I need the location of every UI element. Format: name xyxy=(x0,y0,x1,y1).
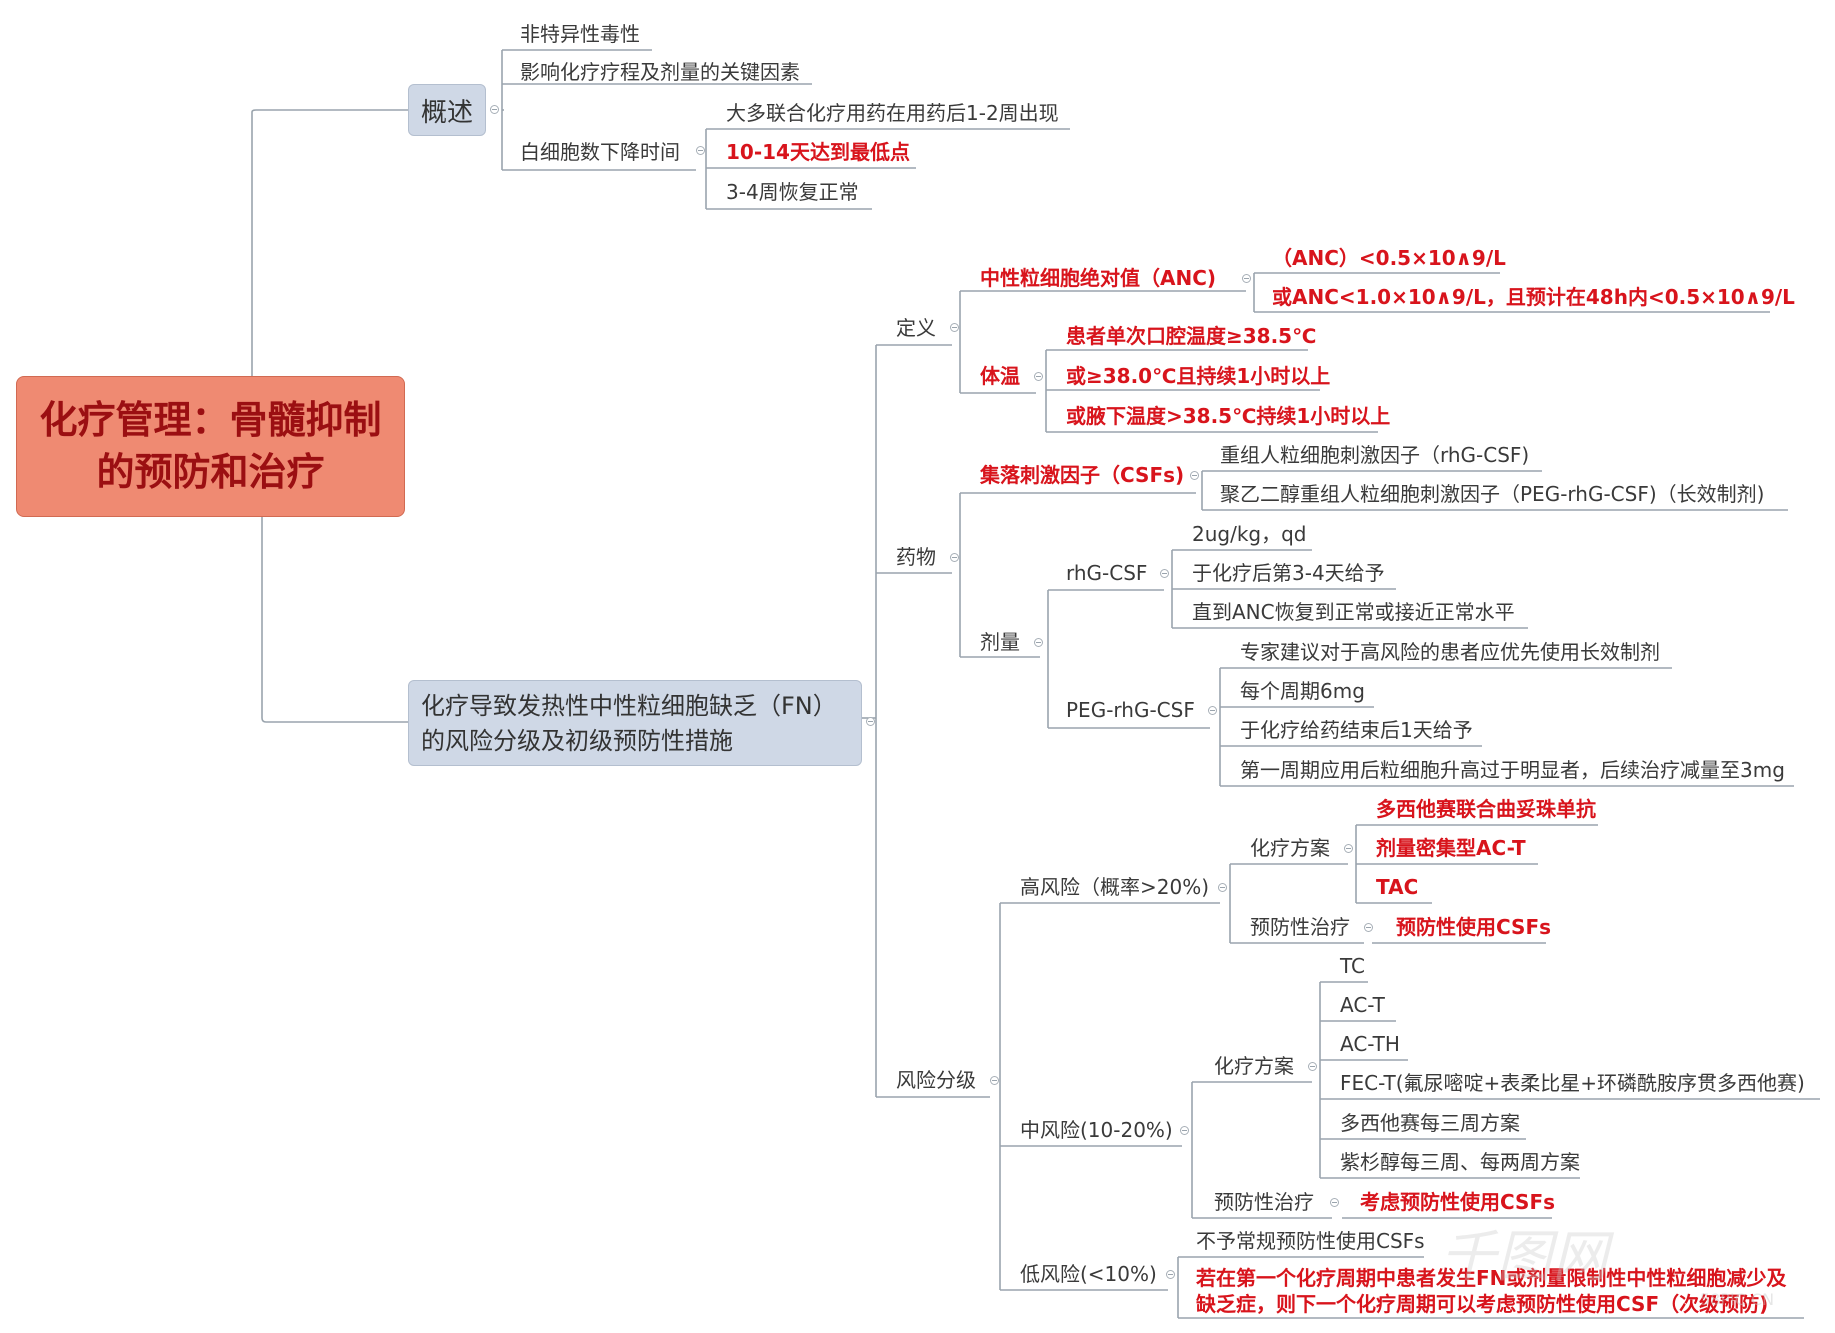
overview-item: 非特异性毒性 xyxy=(520,22,640,46)
mid-regimen-item: 多西他赛每三周方案 xyxy=(1340,1111,1520,1135)
wbc-collapse-icon[interactable] xyxy=(696,146,705,155)
overview-item: 影响化疗疗程及剂量的关键因素 xyxy=(520,60,800,84)
temp-item: 或腋下温度>38.5℃持续1小时以上 xyxy=(1066,404,1391,428)
temp-collapse-icon[interactable] xyxy=(1034,372,1043,381)
mid-regimen-item: TC xyxy=(1340,954,1366,978)
peg-item: 专家建议对于高风险的患者应优先使用长效制剂 xyxy=(1240,640,1660,664)
wbc-label[interactable]: 白细胞数下降时间 xyxy=(520,140,680,164)
root-topic[interactable]: 化疗管理：骨髓抑制的预防和治疗 xyxy=(16,376,405,517)
high-prevent-label[interactable]: 预防性治疗 xyxy=(1250,915,1350,939)
high-regimen-item: TAC xyxy=(1376,875,1419,899)
definition-label[interactable]: 定义 xyxy=(896,316,936,340)
temp-item: 患者单次口腔温度≥38.5℃ xyxy=(1066,324,1317,348)
low-risk-item: 若在第一个化疗周期中患者发生FN或剂量限制性中性粒细胞减少及 xyxy=(1196,1266,1787,1290)
csf-item: 重组人粒细胞刺激因子（rhG-CSF) xyxy=(1220,443,1530,467)
overview-label: 概述 xyxy=(420,97,473,128)
wbc-item: 大多联合化疗用药在用药后1-2周出现 xyxy=(726,101,1059,125)
fn-topic[interactable]: 化疗导致发热性中性粒细胞缺乏（FN）的风险分级及初级预防性措施 xyxy=(408,680,862,766)
mid-regimen-item: FEC-T(氟尿嘧啶+表柔比星+环磷酰胺序贯多西他赛) xyxy=(1340,1071,1805,1095)
high-prevent-collapse-icon[interactable] xyxy=(1364,923,1373,932)
temp-item: 或≥38.0℃且持续1小时以上 xyxy=(1066,364,1331,388)
overview-topic[interactable]: 概述 xyxy=(408,84,486,136)
rhg-item: 直到ANC恢复到正常或接近正常水平 xyxy=(1192,600,1515,624)
low-risk-collapse-icon[interactable] xyxy=(1166,1270,1175,1279)
high-regimen-label[interactable]: 化疗方案 xyxy=(1250,836,1330,860)
peg-item: 于化疗给药结束后1天给予 xyxy=(1240,718,1473,742)
high-prevent-item: 预防性使用CSFs xyxy=(1396,915,1552,939)
risk-label[interactable]: 风险分级 xyxy=(896,1068,976,1092)
low-risk-item: 不予常规预防性使用CSFs xyxy=(1196,1229,1425,1253)
rhg-item: 于化疗后第3-4天给予 xyxy=(1192,561,1385,585)
mid-prevent-collapse-icon[interactable] xyxy=(1330,1198,1339,1207)
high-regimen-collapse-icon[interactable] xyxy=(1344,844,1353,853)
low-risk-label[interactable]: 低风险(<10%) xyxy=(1020,1262,1157,1286)
rhg-item: 2ug/kg，qd xyxy=(1192,522,1307,546)
peg-item: 每个周期6mg xyxy=(1240,679,1365,703)
high-risk-collapse-icon[interactable] xyxy=(1218,883,1227,892)
root-title: 化疗管理：骨髓抑制的预防和治疗 xyxy=(39,398,382,494)
rhg-label[interactable]: rhG-CSF xyxy=(1066,561,1148,585)
high-risk-label[interactable]: 高风险（概率>20%) xyxy=(1020,875,1210,899)
fn-label: 化疗导致发热性中性粒细胞缺乏（FN）的风险分级及初级预防性措施 xyxy=(421,692,837,755)
csf-label[interactable]: 集落刺激因子（CSFs) xyxy=(980,463,1185,487)
mid-regimen-item: 紫杉醇每三周、每两周方案 xyxy=(1340,1150,1580,1174)
mid-risk-collapse-icon[interactable] xyxy=(1180,1126,1189,1135)
overview-collapse-icon[interactable] xyxy=(490,105,499,114)
fn-collapse-icon[interactable] xyxy=(866,717,875,726)
mid-regimen-item: AC-T xyxy=(1340,993,1385,1017)
low-risk-item: 缺乏症，则下一个化疗周期可以考虑预防性使用CSF（次级预防) xyxy=(1196,1292,1769,1316)
high-regimen-item: 剂量密集型AC-T xyxy=(1376,836,1526,860)
csf-collapse-icon[interactable] xyxy=(1190,471,1199,480)
mid-prevent-label[interactable]: 预防性治疗 xyxy=(1214,1190,1314,1214)
rhg-collapse-icon[interactable] xyxy=(1160,569,1169,578)
dose-collapse-icon[interactable] xyxy=(1034,638,1043,647)
dose-label[interactable]: 剂量 xyxy=(980,630,1020,654)
drugs-label[interactable]: 药物 xyxy=(896,545,936,569)
anc-label[interactable]: 中性粒细胞绝对值（ANC) xyxy=(980,266,1217,290)
risk-collapse-icon[interactable] xyxy=(990,1076,999,1085)
high-regimen-item: 多西他赛联合曲妥珠单抗 xyxy=(1376,797,1596,821)
definition-collapse-icon[interactable] xyxy=(950,323,959,332)
watermark-sub: 58PIC.CN xyxy=(1700,1290,1775,1309)
mid-regimen-item: AC-TH xyxy=(1340,1032,1400,1056)
anc-item: 或ANC<1.0×10∧9/L，且预计在48h内<0.5×10∧9/L xyxy=(1272,285,1795,309)
wbc-item: 10-14天达到最低点 xyxy=(726,140,910,164)
drugs-collapse-icon[interactable] xyxy=(950,553,959,562)
peg-item: 第一周期应用后粒细胞升高过于明显者，后续治疗减量至3mg xyxy=(1240,758,1785,782)
watermark-logo: 千图网 xyxy=(1440,1225,1608,1290)
temp-label[interactable]: 体温 xyxy=(980,364,1020,388)
mid-risk-label[interactable]: 中风险(10-20%) xyxy=(1020,1118,1173,1142)
mid-regimen-collapse-icon[interactable] xyxy=(1308,1062,1317,1071)
mid-regimen-label[interactable]: 化疗方案 xyxy=(1214,1054,1294,1078)
wbc-item: 3-4周恢复正常 xyxy=(726,180,859,204)
mid-prevent-item: 考虑预防性使用CSFs xyxy=(1360,1190,1556,1214)
anc-item: （ANC）<0.5×10∧9/L xyxy=(1272,246,1506,270)
peg-collapse-icon[interactable] xyxy=(1208,706,1217,715)
csf-item: 聚乙二醇重组人粒细胞刺激因子（PEG-rhG-CSF)（长效制剂) xyxy=(1220,482,1765,506)
peg-label[interactable]: PEG-rhG-CSF xyxy=(1066,698,1195,722)
anc-collapse-icon[interactable] xyxy=(1242,274,1251,283)
